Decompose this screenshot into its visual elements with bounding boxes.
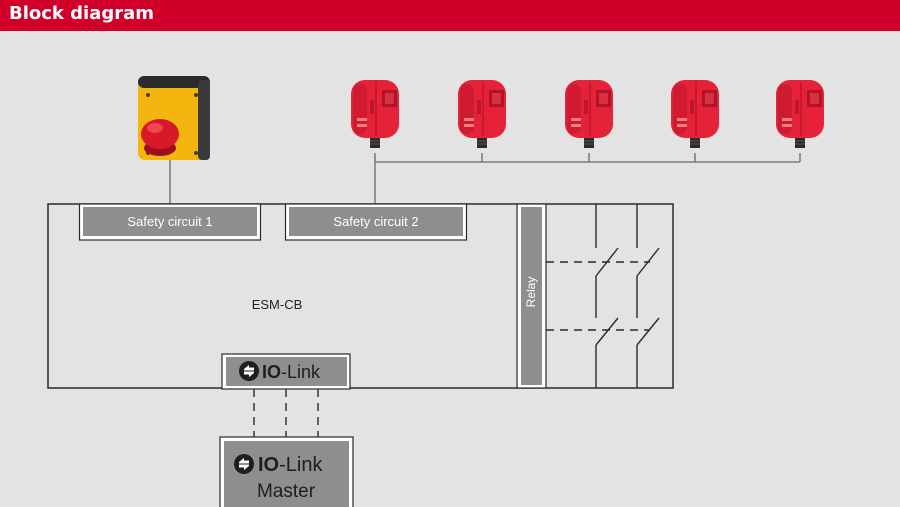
iolink-master-brand-bold: IO bbox=[258, 454, 279, 476]
iolink-device-port: IO-Link bbox=[221, 353, 351, 390]
relay-contacts bbox=[546, 204, 660, 388]
safety-circuit-2-label: Safety circuit 2 bbox=[333, 214, 418, 229]
safety-sensor-icon bbox=[564, 79, 614, 149]
iolink-device-brand-bold: IO bbox=[262, 362, 281, 382]
header-bar: Block diagram bbox=[0, 0, 900, 31]
emergency-stop-button-icon bbox=[138, 76, 210, 160]
iolink-master: IO-Link Master bbox=[219, 436, 354, 507]
safety-circuit-2: Safety circuit 2 bbox=[284, 203, 468, 241]
safety-circuit-1: Safety circuit 1 bbox=[78, 203, 262, 241]
relay-label: Relay bbox=[524, 277, 538, 308]
iolink-device-label: IO-Link bbox=[262, 362, 321, 382]
iolink-device-brand-rest: -Link bbox=[281, 362, 321, 382]
safety-sensor-icon bbox=[457, 79, 507, 149]
safety-sensor-icon bbox=[350, 79, 400, 149]
iolink-connection-lines bbox=[253, 389, 319, 438]
safety-circuit-1-label: Safety circuit 1 bbox=[127, 214, 212, 229]
controller-name: ESM-CB bbox=[252, 297, 303, 312]
iolink-master-brand-rest: -Link bbox=[279, 454, 323, 476]
safety-sensor-icon bbox=[775, 79, 825, 149]
iolink-logo-icon bbox=[239, 361, 259, 381]
iolink-master-label: Master bbox=[257, 481, 316, 502]
safety-sensor-icon bbox=[670, 79, 720, 149]
relay-block: Relay bbox=[516, 203, 547, 389]
page-title: Block diagram bbox=[9, 3, 155, 24]
iolink-master-brand: IO-Link bbox=[258, 454, 323, 476]
iolink-logo-icon bbox=[234, 454, 254, 474]
